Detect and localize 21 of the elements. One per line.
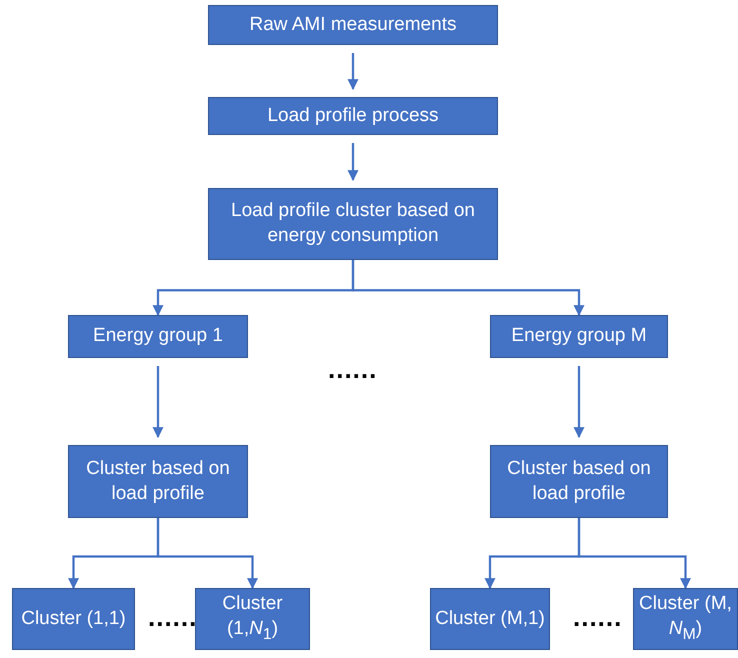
process-box: Cluster (M, N$_{M}$): [633, 588, 738, 650]
arrow: [574, 366, 584, 438]
process-box: Cluster (M,1): [430, 588, 550, 650]
ellipsis: ......: [573, 604, 622, 630]
process-box: Raw AMI measurements: [208, 5, 498, 45]
process-box: Cluster based on load profile: [490, 445, 668, 518]
process-box: Load profile process: [208, 97, 498, 135]
process-box: Cluster based on load profile: [68, 445, 248, 518]
ellipsis: ......: [328, 356, 378, 382]
process-box: Energy group M: [490, 315, 668, 358]
arrow: [348, 53, 358, 90]
arrow: [348, 143, 358, 182]
arrow: [578, 518, 691, 590]
arrow: [352, 260, 584, 316]
process-box: Energy group 1: [68, 315, 248, 358]
process-box: Cluster (1,N$_{1}$): [195, 588, 310, 650]
ellipsis: ......: [148, 604, 198, 630]
process-box: Load profile cluster based on energy consumption: [208, 188, 498, 260]
arrow: [156, 518, 258, 590]
arrow: [152, 366, 164, 438]
process-box: Cluster (1,1): [12, 588, 135, 650]
